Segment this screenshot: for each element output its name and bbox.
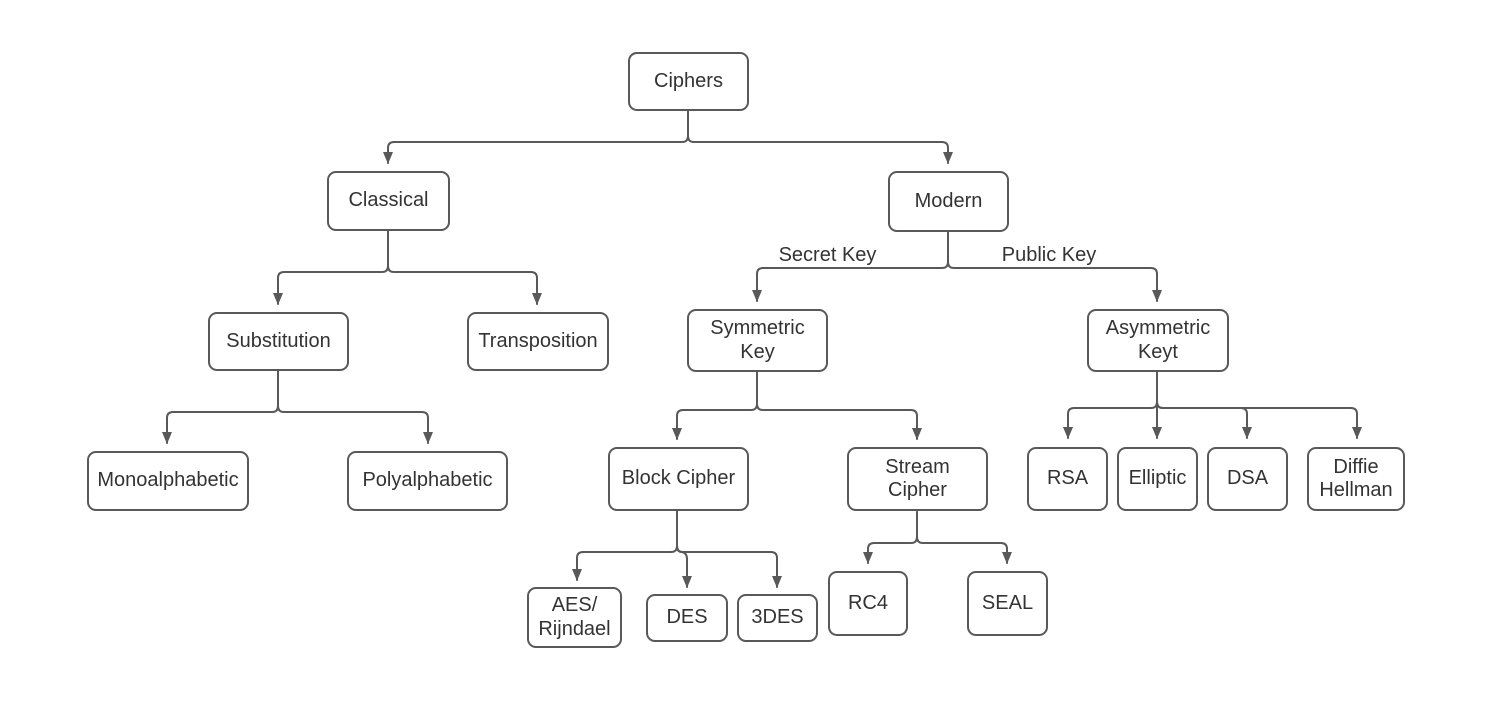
edge-block-aes-rijndael [572,510,678,581]
edge-asymmetric-diffie-hellman [1156,371,1362,439]
node-transposition-label: Transposition [478,329,598,352]
edge-stream-rc4 [863,511,918,564]
node-polyalphabetic[interactable]: Polyalphabetic [347,451,508,511]
node-diffie-hellman[interactable]: Diffie Hellman [1307,447,1405,511]
node-stream-cipher-label: Stream Cipher [885,455,950,501]
edge-label-public-key: Public Key [993,244,1105,266]
edge-symmetric-stream-cipher [756,371,922,440]
edge-asymmetric-dsa [1156,371,1252,439]
edge-ciphers-modern [687,110,953,164]
node-rc4-label: RC4 [847,591,888,614]
node-symmetric-key[interactable]: Symmetric Key [687,309,828,372]
node-substitution-label: Substitution [226,329,331,352]
node-seal[interactable]: SEAL [967,571,1048,636]
edge-classical-transposition [387,230,542,305]
node-classical[interactable]: Classical [327,171,450,231]
node-ciphers[interactable]: Ciphers [628,52,749,111]
node-des-label: DES [666,606,708,629]
node-rsa-label: RSA [1046,467,1089,490]
node-dsa[interactable]: DSA [1207,447,1288,511]
node-des[interactable]: DES [646,594,728,642]
node-elliptic[interactable]: Elliptic [1117,447,1198,511]
node-elliptic-label: Elliptic [1128,467,1187,490]
edge-symmetric-block-cipher [672,371,758,440]
node-asymmetric-key-label: Asymmetric Keyt [1105,317,1211,363]
edge-asymmetric-rsa [1063,371,1158,439]
node-block-cipher-label: Block Cipher [621,467,736,490]
node-rc4[interactable]: RC4 [828,571,908,636]
node-dsa-label: DSA [1226,467,1269,490]
edge-block-3des [676,510,782,588]
edge-classical-substitution [273,230,389,305]
edge-label-secret-key: Secret Key [770,244,885,266]
node-ciphers-label: Ciphers [654,69,723,92]
node-asymmetric-key[interactable]: Asymmetric Keyt [1087,309,1229,372]
node-block-cipher[interactable]: Block Cipher [608,447,749,511]
node-polyalphabetic-label: Polyalphabetic [362,469,493,492]
node-aes-rijndael[interactable]: AES/ Rijndael [527,587,622,648]
node-monoalphabetic[interactable]: Monoalphabetic [87,451,249,511]
node-aes-rijndael-label: AES/ Rijndael [538,594,611,640]
edge-substitution-monoalphabetic [162,370,279,444]
node-substitution[interactable]: Substitution [208,312,349,371]
edge-modern-symmetric [752,231,949,302]
node-seal-label: SEAL [981,591,1034,614]
node-transposition[interactable]: Transposition [467,312,609,371]
node-monoalphabetic-label: Monoalphabetic [97,469,239,492]
node-modern[interactable]: Modern [888,171,1009,232]
node-3des[interactable]: 3DES [737,594,818,642]
node-modern-label: Modern [914,189,983,212]
node-3des-label: 3DES [751,606,804,629]
edge-ciphers-classical [383,110,689,164]
edge-stream-seal [916,511,1012,564]
node-symmetric-key-label: Symmetric Key [710,317,805,363]
node-classical-label: Classical [348,189,429,212]
node-rsa[interactable]: RSA [1027,447,1108,511]
edge-modern-asymmetric [947,231,1162,302]
node-stream-cipher[interactable]: Stream Cipher [847,447,988,511]
node-diffie-hellman-label: Diffie Hellman [1319,455,1393,501]
edge-substitution-polyalphabetic [277,370,433,444]
